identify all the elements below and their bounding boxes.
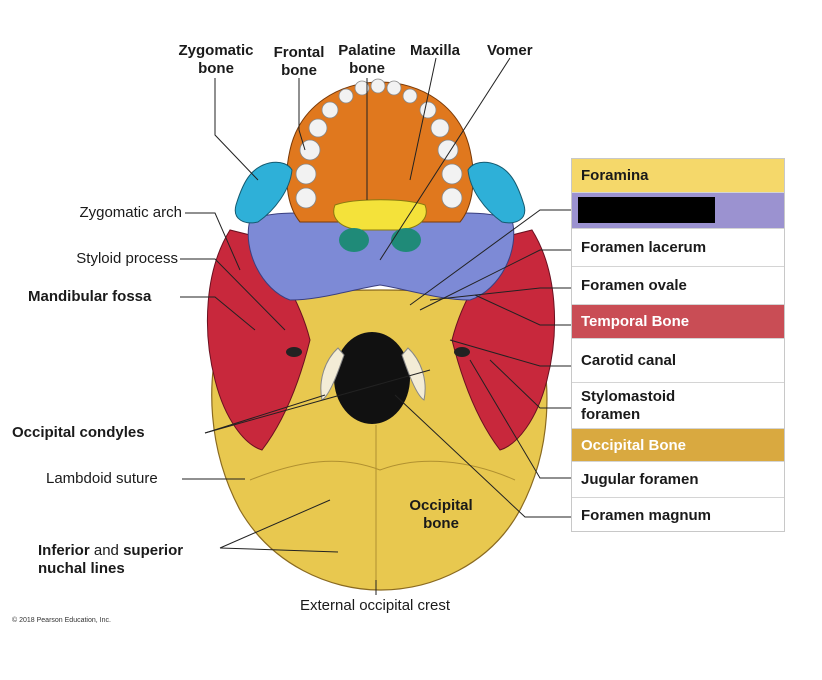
label-zygomatic-arch: Zygomatic arch [79,204,182,221]
label-maxilla: Maxilla [410,42,461,59]
zygomatic-bone-left [234,161,293,224]
palatine-bone [333,199,427,231]
teeth [295,78,463,209]
legend-foramen-lacerum: Foramen lacerum [572,229,784,267]
label-occipital-condyles: Occipital condyles [12,424,145,441]
label-mandibular-fossa: Mandibular fossa [28,288,152,305]
jugular-foramen-left [286,347,302,357]
legend-box: Foramina Foramen lacerum Foramen ovale T… [571,158,785,532]
legend-header-occipital: Occipital Bone [572,429,784,462]
legend-foramen-ovale: Foramen ovale [572,267,784,305]
legend-jugular-foramen: Jugular foramen [572,462,784,498]
label-vomer: Vomer [487,42,533,59]
foramen-magnum [334,332,410,424]
legend-header-temporal: Temporal Bone [572,305,784,339]
jugular-foramen-right [454,347,470,357]
legend-carotid-canal: Carotid canal [572,339,784,383]
leader-lines [180,57,571,595]
label-lambdoid-suture: Lambdoid suture [46,470,158,487]
occipital-condyle-right [401,347,426,401]
label-nuchal-lines: Inferior and superior nuchal lines [38,542,184,577]
redaction-bar [578,197,715,223]
legend-header-foramina: Foramina [572,159,784,193]
zygomatic-bone-right [467,161,526,224]
legend-sphenoid-row [572,193,784,229]
legend-foramen-magnum: Foramen magnum [581,506,712,524]
label-external-occipital-crest: External occipital crest [300,597,451,614]
choana-left [339,228,369,252]
choana-right [391,228,421,252]
lambdoid-suture-line [249,460,516,481]
copyright-notice: © 2018 Pearson Education, Inc. [12,617,111,624]
label-styloid-process: Styloid process [76,250,178,267]
